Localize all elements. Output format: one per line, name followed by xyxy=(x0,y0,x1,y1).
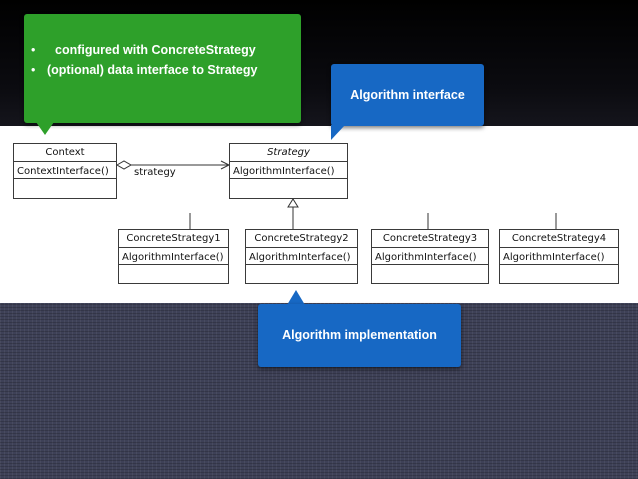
class-operation: AlgorithmInterface() xyxy=(246,248,357,265)
list-item: • configured with ConcreteStrategy xyxy=(31,41,301,59)
bullet-icon: • xyxy=(31,63,36,77)
algorithm-implementation-callout-pointer xyxy=(287,290,305,305)
inheritance-triangle xyxy=(287,198,299,208)
class-operation: AlgorithmInterface() xyxy=(230,162,347,179)
bullet-icon: • xyxy=(31,43,36,57)
callout-text: Algorithm interface xyxy=(350,88,465,102)
class-name: ConcreteStrategy4 xyxy=(500,230,618,248)
strategy-class: Strategy AlgorithmInterface() xyxy=(229,143,348,199)
context-class: Context ContextInterface() xyxy=(13,143,117,199)
class-name: ConcreteStrategy2 xyxy=(246,230,357,248)
aggregation-diamond xyxy=(115,160,133,170)
class-operation: ContextInterface() xyxy=(14,162,116,179)
concrete-strategy-4-class: ConcreteStrategy4 AlgorithmInterface() xyxy=(499,229,619,284)
concrete-strategy-3-class: ConcreteStrategy3 AlgorithmInterface() xyxy=(371,229,489,284)
algorithm-implementation-callout: Algorithm implementation xyxy=(258,304,461,367)
list-item: • (optional) data interface to Strategy xyxy=(31,61,301,79)
class-operation: AlgorithmInterface() xyxy=(119,248,228,265)
note-text: (optional) data interface to Strategy xyxy=(47,63,258,77)
class-operation: AlgorithmInterface() xyxy=(500,248,618,265)
class-name: Strategy xyxy=(230,144,347,162)
class-name: ConcreteStrategy3 xyxy=(372,230,488,248)
concrete-strategy-1-class: ConcreteStrategy1 AlgorithmInterface() xyxy=(118,229,229,284)
concrete-strategy-2-class: ConcreteStrategy2 AlgorithmInterface() xyxy=(245,229,358,284)
algorithm-interface-callout-pointer xyxy=(331,125,345,140)
association-label: strategy xyxy=(134,167,176,178)
note-text: configured with ConcreteStrategy xyxy=(55,43,256,57)
class-operation: AlgorithmInterface() xyxy=(372,248,488,265)
callout-text: Algorithm implementation xyxy=(282,328,437,342)
algorithm-interface-callout: Algorithm interface xyxy=(331,64,484,126)
class-name: Context xyxy=(14,144,116,162)
class-name: ConcreteStrategy1 xyxy=(119,230,228,248)
context-notes-callout: • configured with ConcreteStrategy • (opti… xyxy=(24,14,301,123)
context-notes-callout-pointer xyxy=(36,122,54,135)
context-notes-list: • configured with ConcreteStrategy • (opti… xyxy=(31,41,301,79)
